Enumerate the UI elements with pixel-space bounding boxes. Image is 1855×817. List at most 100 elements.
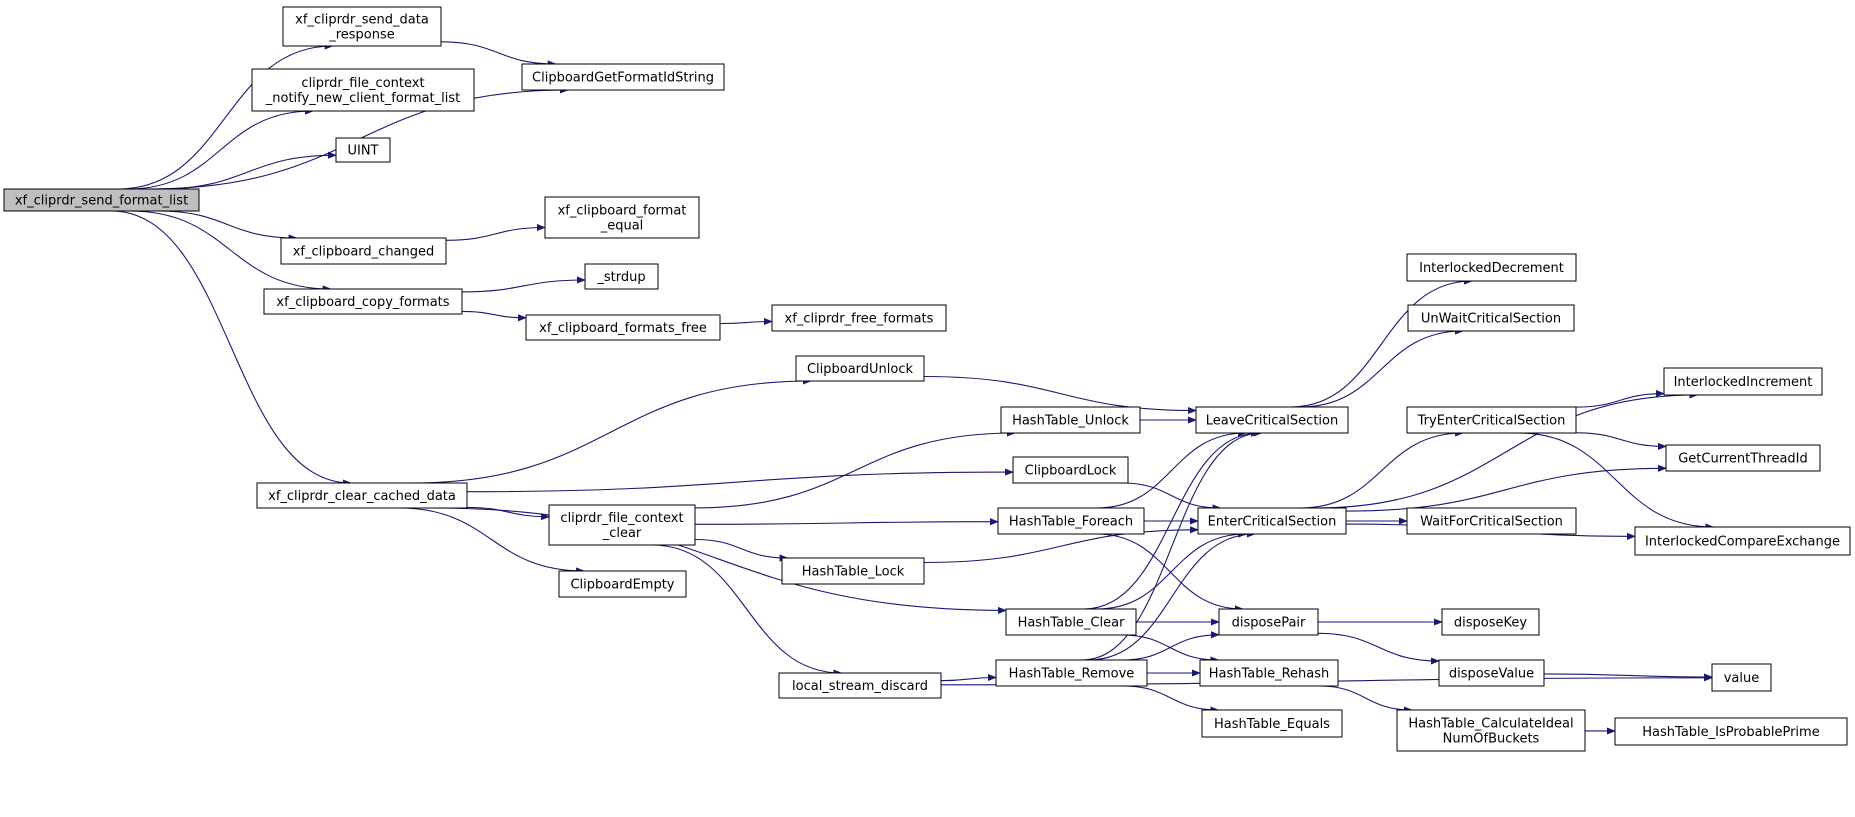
node-label: UnWaitCriticalSection bbox=[1421, 312, 1561, 327]
node-get-thread-id[interactable]: GetCurrentThreadId bbox=[1665, 444, 1821, 472]
node-label: xf_clipboard_copy_formats bbox=[276, 295, 449, 310]
node-hashtable-lock[interactable]: HashTable_Lock bbox=[781, 557, 925, 585]
node-interlocked-increment[interactable]: InterlockedIncrement bbox=[1663, 367, 1823, 396]
node-label: NumOfBuckets bbox=[1443, 732, 1540, 747]
node-box bbox=[1218, 608, 1319, 636]
node-local-stream-discard[interactable]: local_stream_discard bbox=[778, 672, 942, 699]
node-hashtable-clear[interactable]: HashTable_Clear bbox=[1005, 608, 1137, 636]
edge-line bbox=[432, 507, 1007, 614]
edge-clear_cached_data-to-clipboard_unlock bbox=[410, 377, 812, 484]
function-nodes: xf_cliprdr_send_format_list xf_cliprdr_se… bbox=[3, 6, 1851, 752]
node-box bbox=[995, 659, 1148, 687]
node-box bbox=[1406, 507, 1577, 535]
node-box bbox=[558, 570, 687, 598]
node-box bbox=[1195, 406, 1349, 434]
node-label: InterlockedCompareExchange bbox=[1645, 535, 1840, 550]
node-clipboard-changed[interactable]: xf_clipboard_changed bbox=[280, 237, 447, 265]
node-dispose-key[interactable]: disposeKey bbox=[1441, 608, 1540, 636]
node-box bbox=[1711, 663, 1772, 692]
edge-line bbox=[940, 673, 997, 682]
node-try-enter-cs[interactable]: TryEnterCriticalSection bbox=[1406, 406, 1577, 434]
node-file-context-clear[interactable]: cliprdr_file_context_clear bbox=[548, 504, 696, 546]
edge-hashtable_remove-to-dispose_pair bbox=[1121, 631, 1220, 661]
node-label: HashTable_Unlock bbox=[1012, 414, 1129, 429]
edge-line bbox=[1088, 530, 1256, 661]
node-label: local_stream_discard bbox=[792, 679, 928, 694]
node-uint[interactable]: UINT bbox=[335, 137, 391, 163]
node-clipboard-empty[interactable]: ClipboardEmpty bbox=[558, 570, 687, 598]
edge-line bbox=[127, 107, 314, 190]
node-box bbox=[1406, 406, 1577, 434]
node-hashtable-rehash[interactable]: HashTable_Rehash bbox=[1199, 659, 1339, 687]
edge-line bbox=[1123, 685, 1220, 714]
node-label: _response bbox=[328, 28, 395, 43]
node-dispose-value[interactable]: disposeValue bbox=[1438, 659, 1545, 687]
edge-line bbox=[1299, 327, 1464, 408]
edge-hashtable_remove-to-hashtable_equals bbox=[1123, 685, 1220, 714]
node-label: _notify_new_client_format_list bbox=[265, 91, 461, 106]
node-hashtable-remove[interactable]: HashTable_Remove bbox=[995, 659, 1148, 687]
node-box bbox=[778, 672, 942, 699]
edge-root-to-notify_new_client bbox=[127, 107, 314, 190]
node-unwait-cs[interactable]: UnWaitCriticalSection bbox=[1407, 304, 1575, 332]
node-clipboard-lock[interactable]: ClipboardLock bbox=[1012, 456, 1129, 484]
node-label: ClipboardGetFormatIdString bbox=[532, 71, 714, 86]
node-value[interactable]: value bbox=[1711, 663, 1772, 692]
edge-leave_cs-to-interlocked_decrement bbox=[1290, 277, 1473, 408]
edge-formats_free-to-free_formats bbox=[719, 317, 773, 326]
edge-clipboard_changed-to-format_equal bbox=[445, 223, 546, 241]
edge-line bbox=[157, 210, 298, 242]
edge-dispose_value-to-value bbox=[1543, 673, 1713, 681]
node-interlocked-cmpxchg[interactable]: InterlockedCompareExchange bbox=[1634, 526, 1851, 556]
edge-hashtable_lock-to-enter_cs bbox=[923, 526, 1199, 564]
edge-line bbox=[1315, 391, 1699, 509]
node-interlocked-decrement[interactable]: InterlockedDecrement bbox=[1406, 253, 1577, 282]
edge-line bbox=[1121, 631, 1220, 661]
edge-line bbox=[1575, 432, 1667, 450]
edge-line bbox=[719, 317, 773, 326]
node-notify-new-client[interactable]: cliprdr_file_context_notify_new_client_f… bbox=[251, 68, 475, 112]
node-leave-cs[interactable]: LeaveCriticalSection bbox=[1195, 406, 1349, 434]
edge-leave_cs-to-unwait_cs bbox=[1299, 327, 1464, 408]
edge-line bbox=[410, 377, 812, 484]
node-format-id-string[interactable]: ClipboardGetFormatIdString bbox=[521, 63, 725, 91]
node-dispose-pair[interactable]: disposePair bbox=[1218, 608, 1319, 636]
node-wait-cs[interactable]: WaitForCriticalSection bbox=[1406, 507, 1577, 535]
node-root[interactable]: xf_cliprdr_send_format_list bbox=[3, 188, 200, 212]
node-label: cliprdr_file_context bbox=[560, 511, 683, 526]
node-send-data-response[interactable]: xf_cliprdr_send_data_response bbox=[282, 6, 442, 47]
node-format-equal[interactable]: xf_clipboard_format_equal bbox=[544, 196, 700, 239]
node-formats-free[interactable]: xf_clipboard_formats_free bbox=[525, 314, 721, 341]
node-clear-cached-data[interactable]: xf_cliprdr_clear_cached_data bbox=[256, 482, 468, 509]
node-free-formats[interactable]: xf_cliprdr_free_formats bbox=[771, 304, 947, 332]
node-is-probable-prime[interactable]: HashTable_IsProbablePrime bbox=[1614, 717, 1848, 746]
edge-try_enter_cs-to-interlocked_increment bbox=[1575, 390, 1665, 408]
node-box bbox=[548, 504, 696, 546]
node-box bbox=[544, 196, 700, 239]
node-box bbox=[282, 6, 442, 47]
edge-file_context_clear-to-hashtable_unlock bbox=[694, 429, 1016, 509]
node-clipboard-unlock[interactable]: ClipboardUnlock bbox=[795, 355, 925, 382]
node-strdup[interactable]: _strdup bbox=[584, 263, 659, 290]
node-copy-formats[interactable]: xf_clipboard_copy_formats bbox=[263, 288, 463, 315]
node-label: InterlockedDecrement bbox=[1419, 261, 1564, 276]
call-edges bbox=[111, 41, 1715, 735]
node-box bbox=[1407, 304, 1575, 332]
node-hashtable-foreach[interactable]: HashTable_Foreach bbox=[997, 507, 1145, 535]
node-box bbox=[1197, 507, 1347, 535]
node-label: _clear bbox=[602, 526, 642, 541]
edge-local_stream_discard-to-hashtable_remove bbox=[940, 673, 997, 682]
edge-line bbox=[1319, 685, 1413, 714]
edge-line bbox=[1121, 482, 1222, 512]
node-box bbox=[251, 68, 475, 112]
edge-try_enter_cs-to-get_thread_id bbox=[1575, 432, 1667, 450]
node-label: xf_cliprdr_send_format_list bbox=[15, 194, 188, 209]
node-label: HashTable_Foreach bbox=[1009, 515, 1133, 530]
node-label: HashTable_IsProbablePrime bbox=[1642, 725, 1819, 740]
node-hashtable-equals[interactable]: HashTable_Equals bbox=[1201, 709, 1343, 738]
node-box bbox=[1406, 253, 1577, 282]
node-enter-cs[interactable]: EnterCriticalSection bbox=[1197, 507, 1347, 535]
edge-root-to-clipboard_changed bbox=[157, 210, 298, 242]
node-hashtable-unlock[interactable]: HashTable_Unlock bbox=[1000, 406, 1141, 434]
